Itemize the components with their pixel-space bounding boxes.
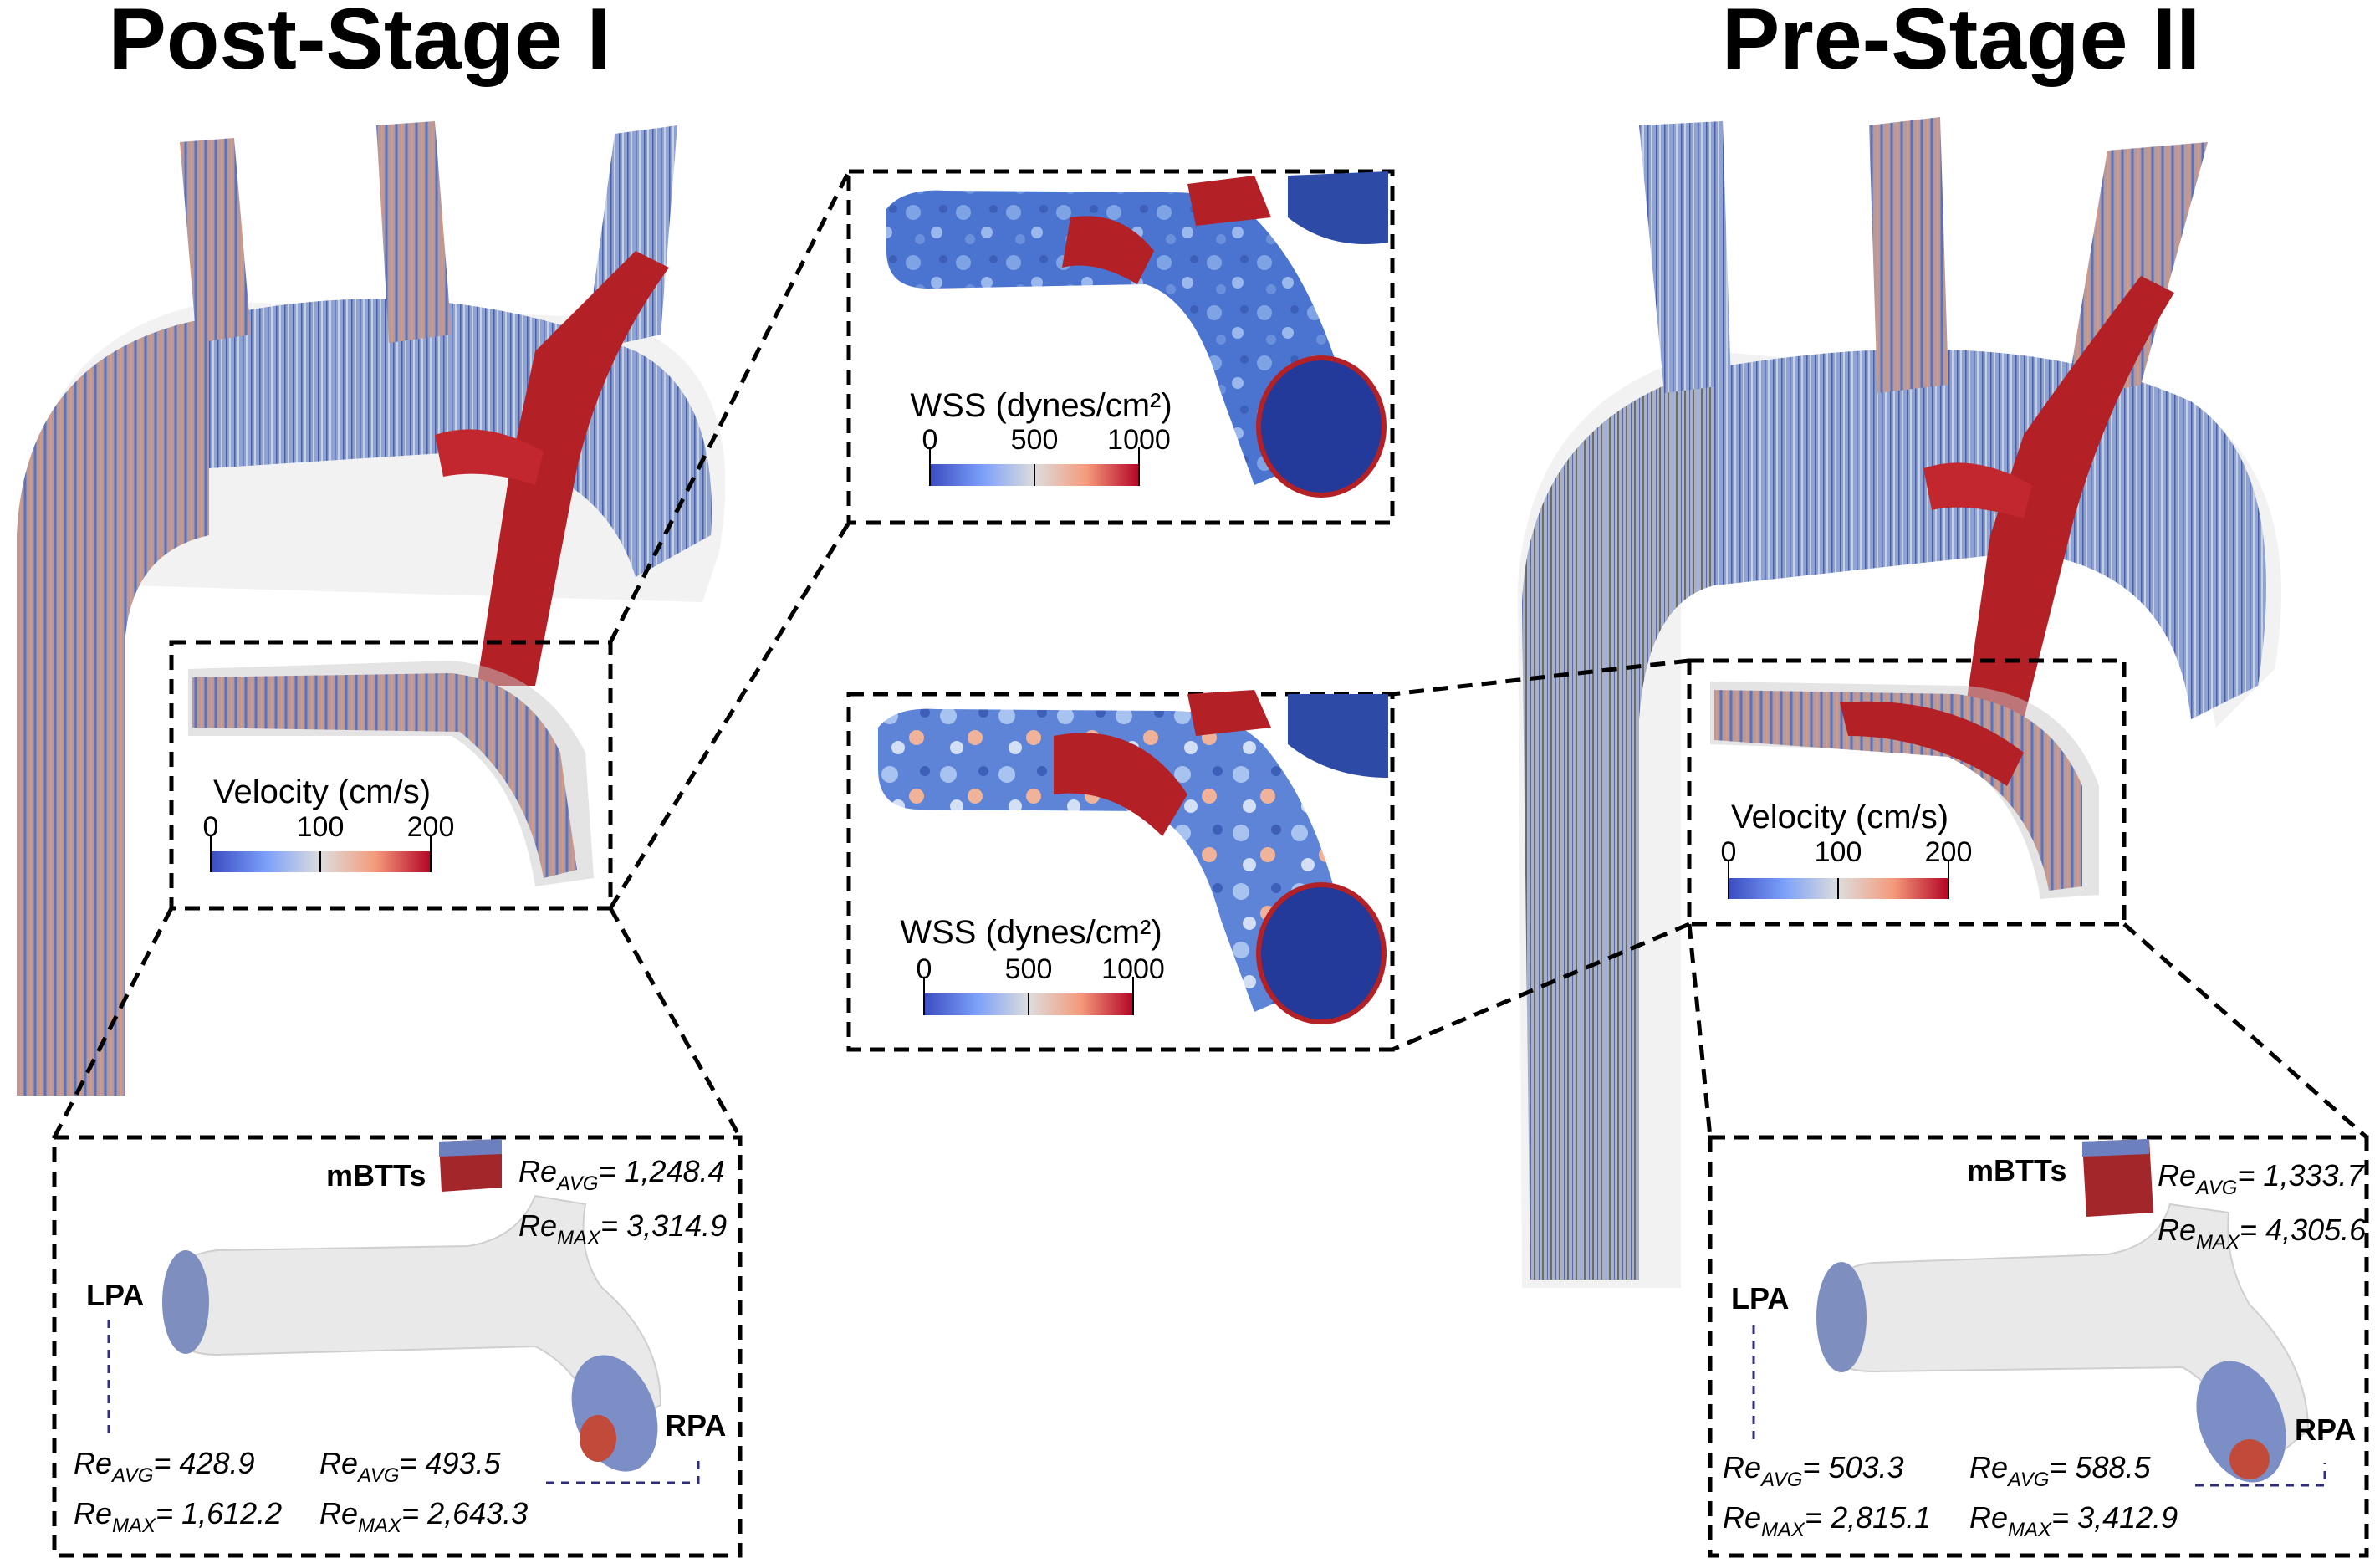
right-rpa-re-avg: ReAVG= 588.5 bbox=[1969, 1450, 2151, 1491]
right-mbtts-re-max: ReMAX= 4,305.6 bbox=[2158, 1213, 2367, 1254]
left-mbtts-re-max: ReMAX= 3,314.9 bbox=[518, 1208, 727, 1249]
wss-bottom-tick-2: 1000 bbox=[1101, 953, 1165, 985]
left-mbtts-re-avg: ReAVG= 1,248.4 bbox=[518, 1154, 725, 1195]
left-velocity-tick-1: 100 bbox=[297, 811, 345, 843]
wss-top-tick-1: 500 bbox=[1011, 424, 1059, 456]
wss-bottom-tick-0: 0 bbox=[917, 953, 932, 985]
left-lpa-label: LPA bbox=[86, 1278, 144, 1312]
right-lpa-re-avg: ReAVG= 503.3 bbox=[1723, 1450, 1904, 1491]
left-lpa-re-avg: ReAVG= 428.9 bbox=[74, 1446, 255, 1487]
left-mbtts-label: mBTTs bbox=[326, 1158, 426, 1193]
right-reynolds-inset: mBTTs LPA RPA ReAVG= 1,333.7 ReMAX= 4,30… bbox=[1708, 1135, 2369, 1558]
right-velocity-inset-frame bbox=[1687, 658, 2127, 927]
right-velocity-tick-0: 0 bbox=[1721, 836, 1737, 868]
right-aorta-streamlines bbox=[1518, 117, 2281, 1288]
left-velocity-tick-0: 0 bbox=[203, 811, 219, 843]
left-velocity-tick-2: 200 bbox=[407, 811, 455, 843]
left-lpa-re-max: ReMAX= 1,612.2 bbox=[74, 1496, 282, 1537]
wss-top-label: WSS (dynes/cm²) bbox=[910, 387, 1172, 424]
left-velocity-colorbar: Velocity (cm/s) 0 100 200 bbox=[203, 774, 455, 872]
wss-bottom-tick-1: 500 bbox=[1005, 953, 1053, 985]
left-rpa-re-max: ReMAX= 2,643.3 bbox=[319, 1496, 528, 1537]
left-reynolds-inset: mBTTs LPA RPA ReAVG= 1,248.4 ReMAX= 3,31… bbox=[52, 1135, 743, 1558]
left-aorta-streamlines bbox=[17, 121, 726, 1096]
right-lpa-re-max: ReMAX= 2,815.1 bbox=[1723, 1500, 1931, 1541]
connector-lines bbox=[52, 170, 2368, 1139]
wss-top-tick-0: 0 bbox=[922, 424, 938, 456]
right-velocity-tick-1: 100 bbox=[1815, 836, 1862, 868]
left-title: Post-Stage I bbox=[109, 0, 611, 88]
right-rpa-label: RPA bbox=[2295, 1412, 2356, 1447]
right-mbtts-re-avg: ReAVG= 1,333.7 bbox=[2158, 1158, 2366, 1199]
right-velocity-label: Velocity (cm/s) bbox=[1731, 799, 1948, 835]
right-mbtts-label: mBTTs bbox=[1967, 1153, 2066, 1188]
right-velocity-tick-2: 200 bbox=[1925, 836, 1973, 868]
wss-top-tick-2: 1000 bbox=[1107, 424, 1171, 456]
right-pa-streamlines bbox=[1710, 682, 2099, 899]
right-velocity-colorbar: Velocity (cm/s) 0 100 200 bbox=[1721, 799, 1973, 899]
wss-bottom-label: WSS (dynes/cm²) bbox=[900, 914, 1162, 951]
right-lpa-label: LPA bbox=[1731, 1281, 1789, 1315]
left-velocity-label: Velocity (cm/s) bbox=[213, 774, 431, 810]
left-rpa-label: RPA bbox=[665, 1408, 726, 1443]
left-rpa-re-avg: ReAVG= 493.5 bbox=[319, 1446, 501, 1487]
right-rpa-re-max: ReMAX= 3,412.9 bbox=[1969, 1500, 2178, 1541]
wss-inset-top: WSS (dynes/cm²) 0 500 1000 bbox=[846, 169, 1395, 525]
left-pa-streamlines bbox=[188, 661, 594, 886]
right-title: Pre-Stage II bbox=[1722, 0, 2200, 88]
wss-inset-bottom: WSS (dynes/cm²) 0 500 1000 bbox=[846, 690, 1395, 1052]
left-velocity-inset-frame bbox=[169, 640, 613, 911]
